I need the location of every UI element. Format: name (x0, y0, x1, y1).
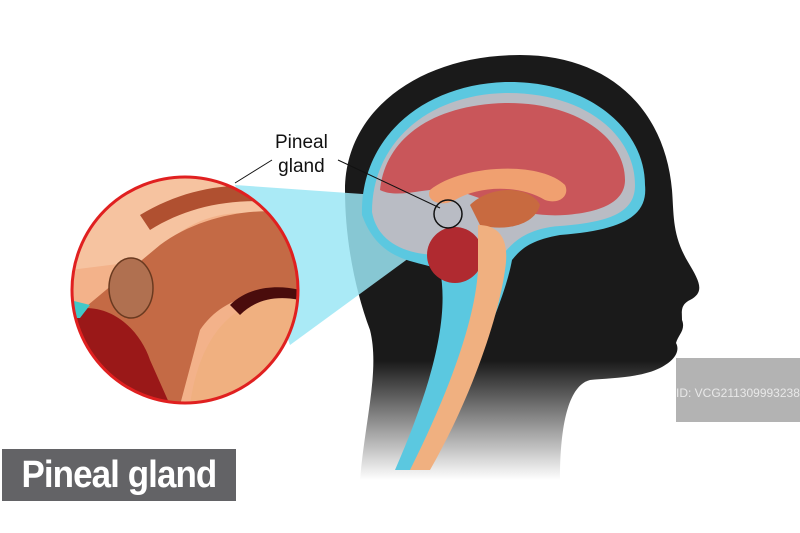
magnified-circle-border (70, 175, 300, 405)
label-line-1: Pineal (275, 132, 328, 153)
watermark-id: ID: VCG211309993238 (676, 386, 800, 400)
brainstem-spinal-cord (410, 225, 507, 470)
thalamus (470, 190, 540, 228)
title-banner: Pineal gland (2, 449, 236, 501)
pineal-gland-magnified (108, 257, 154, 319)
corpus-callosum (429, 168, 567, 204)
pineal-marker-circle (433, 199, 463, 229)
callout-line-small (337, 159, 441, 209)
watermark-bar (676, 358, 800, 422)
title-text: Pineal gland (21, 453, 218, 496)
callout-line-large (234, 159, 273, 184)
cerebellum (427, 227, 483, 283)
watermark-logo: VCG (591, 380, 624, 397)
pineal-gland-label: Pineal gland (275, 131, 328, 179)
label-line-2: gland (278, 156, 325, 177)
